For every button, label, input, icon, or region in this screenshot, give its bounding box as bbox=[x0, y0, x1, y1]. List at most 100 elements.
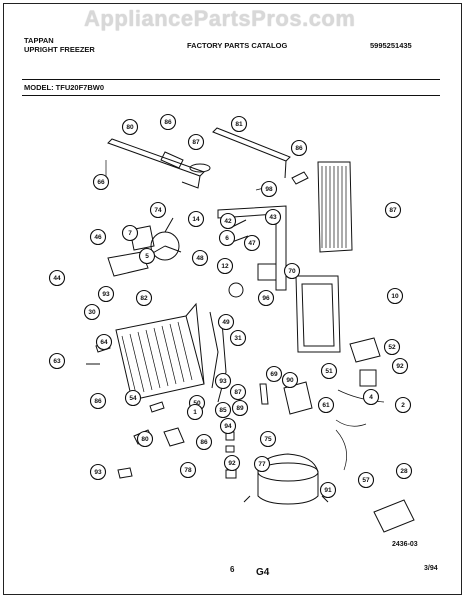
callout-86: 86 bbox=[159, 113, 177, 131]
callout-label: 52 bbox=[388, 344, 396, 351]
tube-part bbox=[209, 311, 227, 403]
compressor-mount bbox=[373, 499, 415, 533]
callout-87: 87 bbox=[384, 201, 402, 219]
revision-date: 3/94 bbox=[424, 565, 438, 572]
callout-91: 91 bbox=[319, 481, 337, 499]
evaporator-coil bbox=[115, 302, 205, 401]
callout-label: 46 bbox=[94, 234, 102, 241]
callout-98: 98 bbox=[260, 180, 278, 198]
callout-label: 86 bbox=[295, 145, 303, 152]
overload-clip bbox=[259, 383, 269, 405]
callout-14: 14 bbox=[187, 210, 205, 228]
section-code: G4 bbox=[256, 567, 270, 578]
callout-87: 87 bbox=[229, 383, 247, 401]
callout-label: 87 bbox=[234, 389, 242, 396]
callout-label: 30 bbox=[88, 309, 96, 316]
callout-70: 70 bbox=[283, 262, 301, 280]
callout-92: 92 bbox=[391, 357, 409, 375]
callout-2: 2 bbox=[394, 396, 412, 414]
callout-81: 81 bbox=[230, 115, 248, 133]
callout-80: 80 bbox=[121, 118, 139, 136]
callout-label: 51 bbox=[325, 368, 333, 375]
thermostat bbox=[160, 151, 211, 173]
callout-label: 63 bbox=[53, 358, 61, 365]
callout-label: 90 bbox=[286, 377, 294, 384]
header-rule bbox=[22, 79, 440, 80]
callout-label: 57 bbox=[362, 477, 370, 484]
grommet-part bbox=[117, 467, 133, 479]
switch-part bbox=[291, 171, 309, 185]
top-rail-right bbox=[212, 127, 291, 179]
callout-label: 75 bbox=[264, 436, 272, 443]
callout-label: 86 bbox=[164, 119, 172, 126]
callout-43: 43 bbox=[264, 208, 282, 226]
callout-label: 5 bbox=[145, 253, 149, 260]
callout-label: 87 bbox=[192, 139, 200, 146]
catalog-number: 5995251435 bbox=[370, 41, 412, 50]
callout-label: 47 bbox=[248, 240, 256, 247]
callout-label: 31 bbox=[234, 335, 242, 342]
callout-label: 96 bbox=[262, 295, 270, 302]
relay-box bbox=[257, 263, 277, 281]
callout-10: 10 bbox=[386, 287, 404, 305]
callout-label: 70 bbox=[288, 268, 296, 275]
callout-label: 61 bbox=[322, 402, 330, 409]
model-label: MODEL: TFU20F7BW0 bbox=[24, 83, 105, 92]
callout-4: 4 bbox=[362, 388, 380, 406]
callout-label: 82 bbox=[140, 295, 148, 302]
callout-86: 86 bbox=[195, 433, 213, 451]
callout-label: 49 bbox=[222, 319, 230, 326]
callout-77: 77 bbox=[253, 455, 271, 473]
callout-label: 89 bbox=[236, 405, 244, 412]
callout-label: 69 bbox=[270, 371, 278, 378]
callout-46: 46 bbox=[89, 228, 107, 246]
page-border bbox=[3, 3, 462, 595]
catalog-title: FACTORY PARTS CATALOG bbox=[187, 41, 288, 50]
callout-80: 80 bbox=[136, 430, 154, 448]
callout-label: 86 bbox=[94, 398, 102, 405]
callout-52: 52 bbox=[383, 338, 401, 356]
callout-86: 86 bbox=[89, 392, 107, 410]
callout-30: 30 bbox=[83, 303, 101, 321]
callout-94: 94 bbox=[219, 417, 237, 435]
callout-75: 75 bbox=[259, 430, 277, 448]
callout-label: 74 bbox=[154, 207, 162, 214]
callout-96: 96 bbox=[257, 289, 275, 307]
callout-label: 86 bbox=[200, 439, 208, 446]
callout-48: 48 bbox=[191, 249, 209, 267]
fan-motor-assembly bbox=[107, 217, 182, 277]
callout-12: 12 bbox=[216, 257, 234, 275]
callout-78: 78 bbox=[179, 461, 197, 479]
callout-label: 12 bbox=[221, 263, 229, 270]
callout-label: 93 bbox=[102, 291, 110, 298]
callout-label: 64 bbox=[100, 339, 108, 346]
callout-44: 44 bbox=[48, 269, 66, 287]
watermark: AppliancePartsPros.com bbox=[84, 6, 356, 31]
callout-label: 42 bbox=[224, 218, 232, 225]
callout-label: 78 bbox=[184, 467, 192, 474]
callout-label: 48 bbox=[196, 255, 204, 262]
callout-label: 85 bbox=[219, 407, 227, 414]
callout-label: 87 bbox=[389, 207, 397, 214]
clip-part bbox=[149, 401, 165, 413]
callout-label: 66 bbox=[97, 179, 105, 186]
callout-label: 77 bbox=[258, 461, 266, 468]
callout-label: 50 bbox=[193, 400, 201, 407]
diagram-code: 2436-03 bbox=[392, 541, 418, 548]
compressor bbox=[243, 453, 329, 505]
callout-label: 43 bbox=[269, 214, 277, 221]
callout-42: 42 bbox=[219, 212, 237, 230]
cord-part bbox=[335, 429, 347, 471]
callout-label: 98 bbox=[265, 186, 273, 193]
callout-63: 63 bbox=[48, 352, 66, 370]
brand-label: TAPPAN bbox=[24, 36, 54, 45]
callout-5: 5 bbox=[138, 247, 156, 265]
callout-28: 28 bbox=[395, 462, 413, 480]
callout-93: 93 bbox=[214, 372, 232, 390]
callout-label: 93 bbox=[219, 378, 227, 385]
callout-label: 4 bbox=[369, 394, 373, 401]
product-label: UPRIGHT FREEZER bbox=[24, 45, 95, 54]
callout-label: 44 bbox=[53, 275, 61, 282]
